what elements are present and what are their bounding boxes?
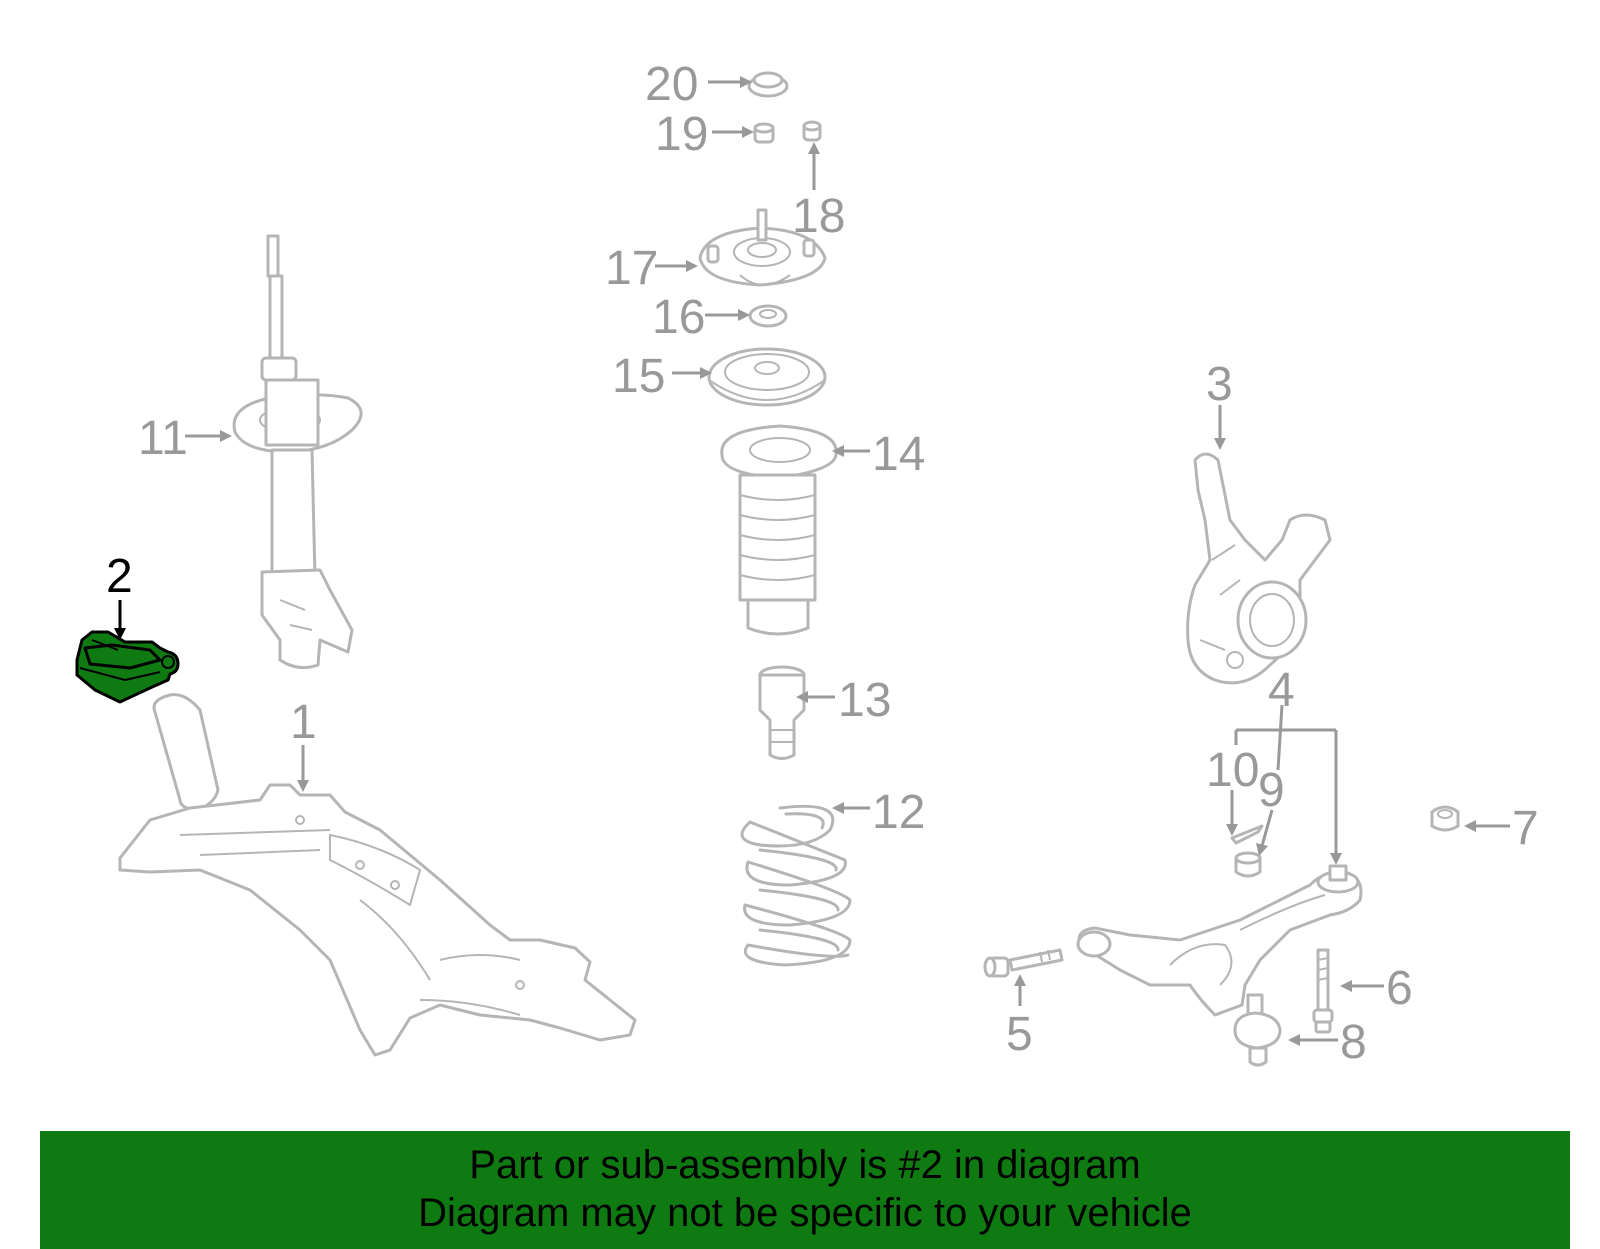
part-17-upper-mount[interactable]	[698, 208, 827, 287]
callout-13: 13	[838, 674, 891, 727]
banner-line-2: Diagram may not be specific to your vehi…	[418, 1191, 1192, 1235]
part-2-mount-highlighted[interactable]	[75, 630, 180, 704]
callout-6: 6	[1386, 962, 1413, 1015]
leader-arrows	[114, 76, 1510, 1046]
parts-diagram: 20 19 18 17 16 15 14 13 12 11 2 1 3 4 10…	[75, 58, 1539, 1069]
part-13-bump-stop[interactable]	[758, 665, 806, 760]
part-8-ball-joint[interactable]	[1233, 993, 1282, 1067]
callout-11: 11	[138, 412, 188, 465]
part-19-nut[interactable]	[753, 122, 775, 144]
part-1-crossmember[interactable]	[118, 693, 637, 1057]
callout-3: 3	[1206, 358, 1233, 411]
callout-20: 20	[645, 58, 698, 111]
callout-10: 10	[1206, 744, 1259, 797]
part-7-nut[interactable]	[1430, 805, 1460, 832]
callout-1: 1	[290, 696, 317, 749]
part-14-boot[interactable]	[720, 424, 838, 636]
callout-8: 8	[1340, 1016, 1367, 1069]
part-16-washer[interactable]	[748, 304, 788, 328]
callout-4: 4	[1268, 664, 1295, 717]
part-4-lower-control-arm[interactable]	[1076, 864, 1363, 1017]
part-18-nut[interactable]	[802, 120, 822, 142]
callout-19: 19	[655, 108, 708, 161]
banner-line-1: Part or sub-assembly is #2 in diagram	[469, 1143, 1141, 1187]
callout-9: 9	[1258, 764, 1285, 817]
callout-17: 17	[605, 242, 658, 295]
part-15-spring-seat[interactable]	[707, 347, 827, 407]
part-6-bolt[interactable]	[1312, 948, 1334, 1034]
callout-labels: 20 19 18 17 16 15 14 13 12 11 2 1 3 4 10…	[106, 58, 1539, 1069]
callout-18: 18	[792, 190, 845, 243]
callout-7: 7	[1512, 802, 1539, 855]
callout-2: 2	[106, 550, 133, 603]
part-9-castle-nut[interactable]	[1234, 851, 1262, 878]
callout-16: 16	[652, 291, 705, 344]
part-11-strut[interactable]	[232, 234, 363, 670]
part-3-steering-knuckle[interactable]	[1186, 452, 1332, 685]
callout-15: 15	[612, 350, 665, 403]
part-10-cotter-pin[interactable]	[1230, 824, 1264, 845]
part-12-coil-spring[interactable]	[740, 804, 852, 967]
part-5-bolt[interactable]	[983, 948, 1064, 978]
part-20-cap[interactable]	[747, 71, 789, 98]
info-banner: Part or sub-assembly is #2 in diagram Di…	[40, 1131, 1570, 1249]
callout-5: 5	[1006, 1008, 1033, 1061]
callout-14: 14	[872, 428, 925, 481]
callout-12: 12	[872, 786, 925, 839]
